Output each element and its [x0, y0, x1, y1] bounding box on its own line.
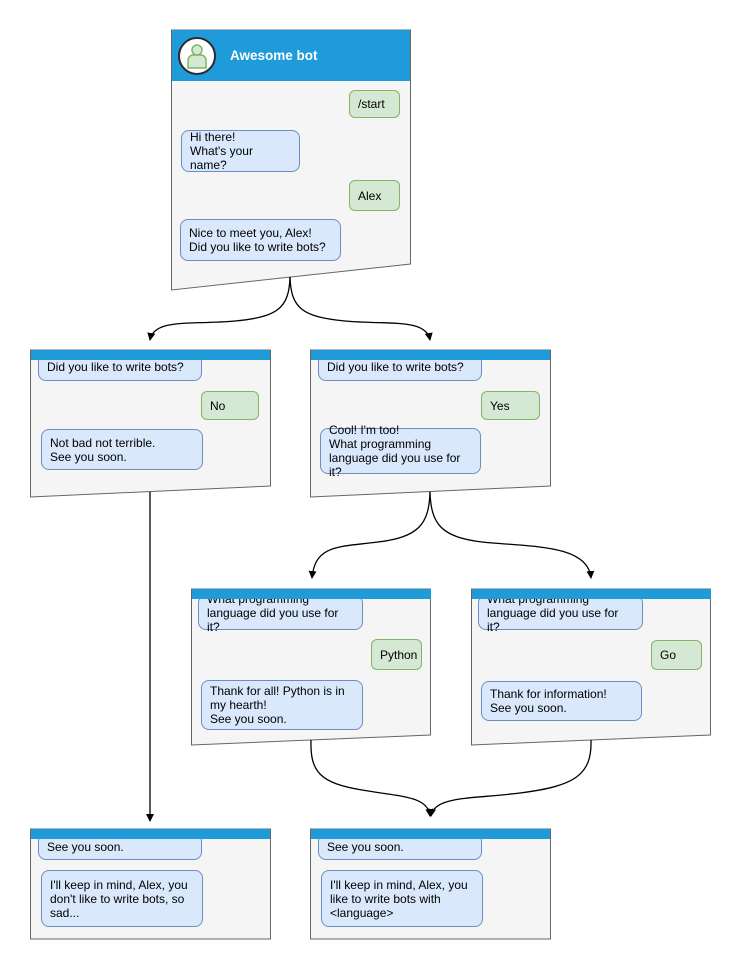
user-message-bubble: No — [201, 391, 259, 420]
chat-window-header — [31, 829, 270, 839]
user-message-bubble: Alex — [349, 180, 400, 211]
user-message-bubble: Go — [651, 640, 702, 670]
connector-go-to-end — [428, 739, 592, 817]
chat-window-header — [31, 350, 270, 360]
bot-message-bubble: Hi there! What's your name? — [181, 130, 300, 172]
bot-message-bubble: Thank for all! Python is in my hearth! S… — [201, 680, 363, 730]
bot-message-bubble: I'll keep in mind, Alex, you like to wri… — [321, 870, 483, 927]
user-message-bubble: /start — [349, 90, 400, 118]
user-message-bubble: Python — [371, 639, 422, 670]
bot-message-bubble: Thank for information! See you soon. — [481, 681, 642, 721]
bot-message-bubble: Cool! I'm too! What programming language… — [320, 423, 481, 479]
person-icon — [187, 43, 207, 69]
bot-message-bubble: What programming language did you use fo… — [478, 592, 643, 634]
chat-window-branch-python: What programming language did you use fo… — [192, 589, 432, 745]
bot-message-bubble: What programming language did you use fo… — [198, 592, 363, 634]
chat-window-header — [472, 589, 711, 599]
chat-window-header — [192, 589, 431, 599]
bot-message-bubble: Not bad not terrible. See you soon. — [41, 429, 203, 470]
chat-window-main-header: Awesome bot — [172, 30, 410, 81]
chat-window-end-no: See you soon. I'll keep in mind, Alex, y… — [31, 829, 271, 939]
avatar — [178, 36, 216, 75]
bot-title: Awesome bot — [230, 48, 318, 63]
connector-yes-to-python — [308, 491, 431, 579]
chat-window-header — [311, 829, 550, 839]
bot-message-bubble: I'll keep in mind, Alex, you don't like … — [41, 870, 203, 927]
chat-window-end-yes: See you soon. I'll keep in mind, Alex, y… — [311, 829, 551, 939]
chat-window-branch-go: What programming language did you use fo… — [472, 589, 712, 745]
connector-yes-to-go — [429, 491, 595, 579]
bot-message-bubble: Nice to meet you, Alex! Did you like to … — [180, 219, 341, 261]
chat-window-main: Awesome bot /start Hi there! What's your… — [172, 30, 411, 290]
chat-window-header — [311, 350, 550, 360]
connector-python-to-end — [310, 739, 434, 817]
chat-window-branch-yes: Did you like to write bots? Yes Cool! I'… — [311, 350, 551, 497]
chat-window-branch-no: Did you like to write bots? No Not bad n… — [31, 350, 271, 497]
user-message-bubble: Yes — [481, 391, 540, 420]
